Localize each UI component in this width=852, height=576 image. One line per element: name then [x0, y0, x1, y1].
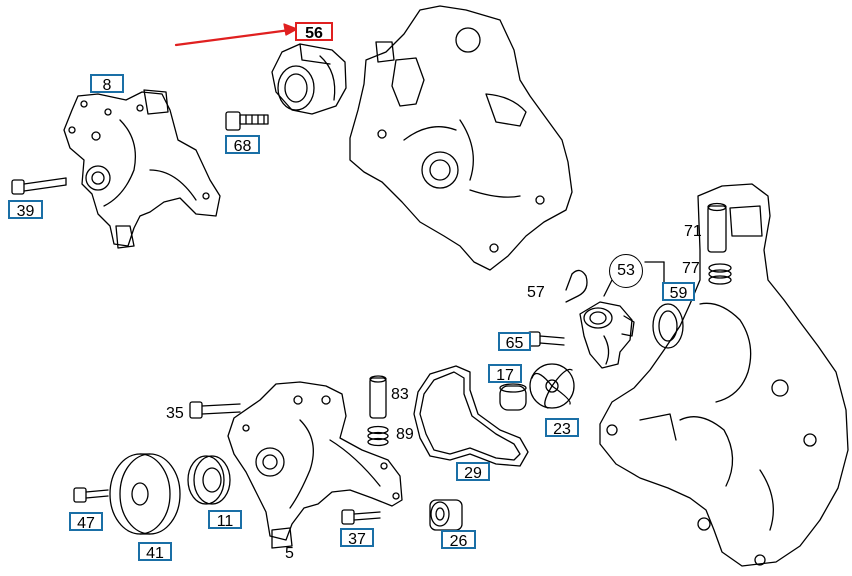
label-53: 53: [617, 262, 635, 279]
label-77: 77: [682, 260, 700, 277]
part-37-bolt: [341, 509, 381, 525]
callout-11[interactable]: 11: [208, 510, 242, 530]
part-65-bolt: [527, 331, 565, 347]
label-89: 89: [396, 426, 414, 443]
part-56-thermostat-housing: [271, 43, 347, 115]
part-29-gasket: [413, 365, 529, 467]
callout-29[interactable]: 29: [456, 462, 490, 482]
part-57-clip: [565, 269, 588, 303]
part-5-water-pump: [227, 381, 403, 549]
callout-23[interactable]: 23: [545, 418, 579, 438]
engine-block: [599, 183, 849, 567]
label-71: 71: [684, 223, 702, 240]
timing-cover: [349, 5, 573, 271]
callout-59[interactable]: 59: [662, 282, 695, 302]
part-68-bolt: [225, 111, 269, 131]
callout-26[interactable]: 26: [441, 530, 476, 550]
part-41-pulley: [109, 453, 181, 535]
callout-8[interactable]: 8: [90, 74, 124, 94]
part-83-sleeve: [369, 375, 387, 419]
label-5: 5: [285, 545, 294, 562]
highlight-arrow: [174, 23, 298, 47]
part-8-water-pump: [63, 89, 221, 249]
label-35: 35: [166, 405, 184, 422]
part-47-bolt: [73, 487, 109, 503]
part-71-sleeve: [707, 202, 727, 253]
callout-37[interactable]: 37: [340, 528, 374, 548]
label-83: 83: [391, 386, 409, 403]
label-57: 57: [527, 284, 545, 301]
callout-39[interactable]: 39: [8, 200, 43, 220]
part-11-hub: [187, 455, 231, 505]
callout-68[interactable]: 68: [225, 135, 260, 155]
part-59-seal-ring: [652, 303, 684, 349]
label-53-bubble: 53: [609, 254, 643, 288]
part-26-bushing: [429, 499, 463, 531]
part-39-bolt: [11, 177, 67, 195]
callout-47[interactable]: 47: [69, 512, 103, 532]
callout-65[interactable]: 65: [498, 332, 531, 352]
part-53-connector: [579, 301, 635, 369]
callout-17[interactable]: 17: [488, 364, 522, 384]
part-17-seal: [499, 383, 527, 411]
part-77-clip: [708, 263, 732, 285]
callout-41[interactable]: 41: [138, 542, 172, 562]
part-35-bolt: [189, 401, 241, 419]
part-89-clip: [367, 425, 389, 447]
part-23-impeller: [529, 363, 575, 409]
callout-56[interactable]: 56: [295, 22, 333, 42]
